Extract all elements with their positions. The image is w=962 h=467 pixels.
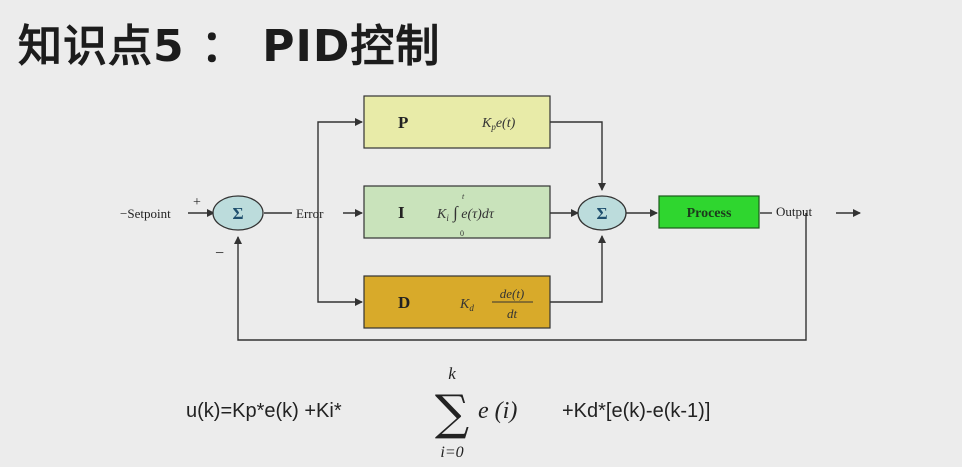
sum-junction-circle [212, 195, 264, 231]
i-block: I Ki ∫ e(τ)dτ t 0 [363, 185, 551, 239]
i-block-letter: I [398, 203, 405, 222]
p-block: P Kpe(t) [363, 95, 551, 149]
error-label: Error [296, 206, 324, 221]
summation-body: e (i) [478, 398, 517, 424]
discrete-pid-formula: u(k)=Kp*e(k) +Ki* k ∑ i=0 e (i) +Kd*[e(k… [186, 365, 710, 461]
process-block-box [658, 195, 760, 229]
d-block-letter: D [398, 293, 410, 312]
p-to-sum [550, 121, 606, 191]
process-block: Process [658, 195, 760, 229]
output-label: Output [776, 204, 813, 219]
plus-sign: + [193, 195, 201, 210]
d-block-denominator: dt [507, 306, 518, 321]
formula-left: u(k)=Kp*e(k) +Ki* [186, 400, 342, 422]
i-block-formula: Ki ∫ e(τ)dτ [436, 203, 495, 223]
sum-junction-circle [577, 195, 627, 231]
integral-lower-limit: 0 [460, 229, 464, 238]
branch-to-d [317, 213, 363, 306]
slide-title: 知识点5 ： PID控制 [18, 21, 441, 72]
process-label: Process [687, 206, 732, 221]
p-block-formula: Kpe(t) [481, 116, 516, 132]
sum-junction-error: Σ [212, 195, 264, 231]
p-block-box [363, 95, 551, 149]
sum-junction-pid: Σ [577, 195, 627, 231]
d-to-sum [550, 235, 606, 303]
summation-upper: k [448, 365, 456, 383]
p-block-letter: P [398, 113, 408, 132]
summation-lower: i=0 [440, 444, 463, 461]
minus-sign: − [215, 245, 224, 262]
sum-symbol: Σ [596, 204, 607, 223]
feedback-line [234, 213, 807, 341]
sum-symbol: Σ [232, 204, 243, 223]
integral-upper-limit: t [462, 192, 465, 201]
summation-sigma: ∑ [435, 385, 469, 441]
branch-to-p [317, 118, 363, 213]
setpoint-label: −Setpoint [120, 206, 171, 221]
d-block-numerator: de(t) [500, 286, 525, 301]
formula-right: +Kd*[e(k)-e(k-1)] [562, 400, 710, 422]
d-block: D Kd de(t) dt [363, 275, 551, 329]
signal-lines [188, 118, 861, 341]
i-block-box [363, 185, 551, 239]
